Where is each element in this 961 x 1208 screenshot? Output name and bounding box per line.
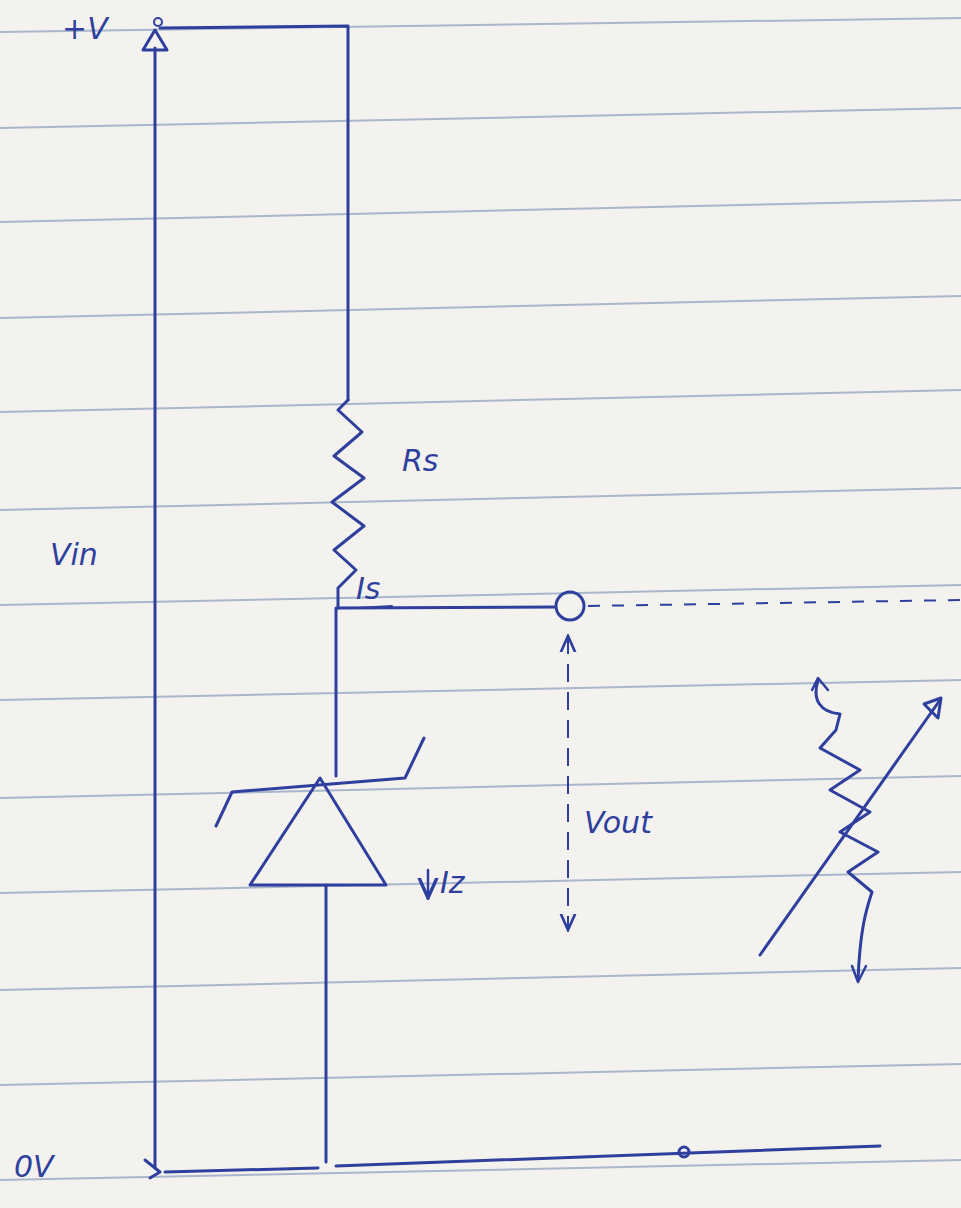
top-wire — [160, 26, 348, 400]
bottom-wire — [165, 1146, 880, 1172]
ground-wire — [325, 885, 328, 1162]
bottom-terminal-dot — [679, 1147, 689, 1157]
iz-arrow — [427, 870, 430, 898]
current-label: Is — [356, 572, 380, 605]
input-voltage-label: Vin — [50, 538, 98, 571]
paper-rules — [0, 18, 961, 1180]
bottom-terminal — [145, 1160, 160, 1178]
resistor-label: Rs — [402, 444, 438, 477]
output-terminal — [556, 592, 584, 620]
zener-current-label: Iz — [440, 866, 465, 899]
is-underline — [357, 606, 392, 608]
zener-diode — [250, 778, 386, 885]
zener-bar — [216, 738, 424, 826]
input-terminal — [143, 30, 167, 50]
variable-resistor-symbol — [760, 678, 941, 982]
supply-label: +V — [62, 12, 108, 45]
terminal-dot — [154, 18, 162, 26]
output-wire — [338, 607, 555, 608]
input-wire — [154, 48, 157, 1168]
diode-wire — [335, 608, 338, 776]
output-dashed-line — [588, 600, 961, 606]
output-voltage-label: Vout — [584, 806, 652, 839]
vout-arrow — [567, 636, 569, 930]
ground-label: 0V — [14, 1150, 54, 1183]
